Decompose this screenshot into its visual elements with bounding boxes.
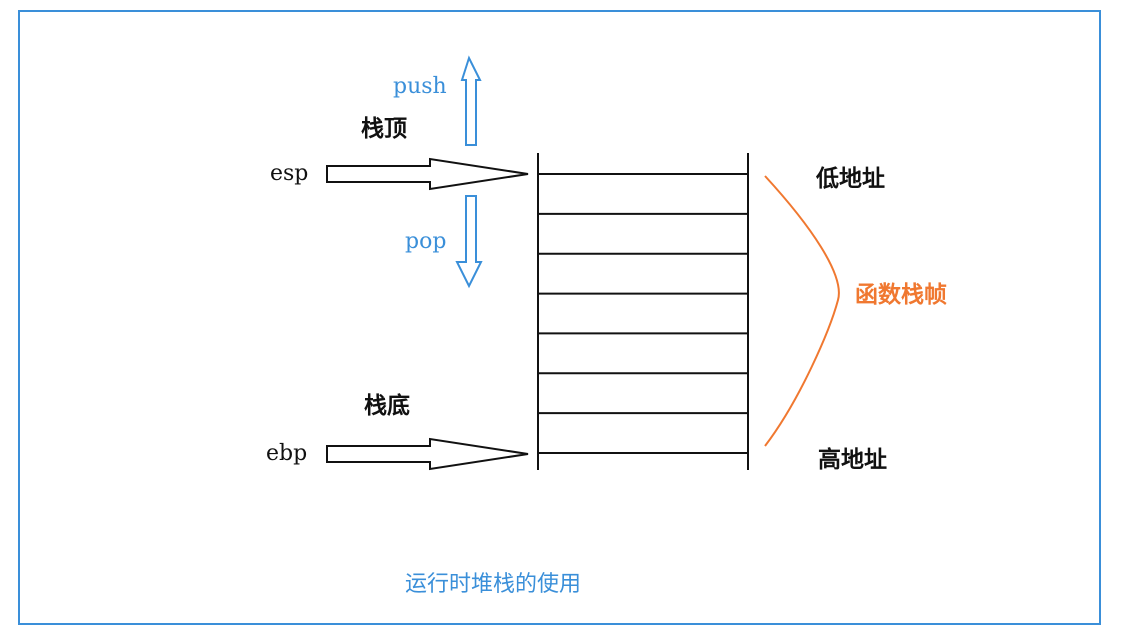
esp-pointer-arrow [326, 157, 529, 191]
stack-body [537, 153, 749, 470]
high-address-label: 高地址 [818, 447, 887, 473]
push-arrow [460, 55, 482, 146]
pop-label: pop [405, 229, 447, 254]
stack-frame-bracket [764, 175, 840, 447]
ebp-label: ebp [266, 441, 308, 466]
stack-frame-label: 函数栈帧 [855, 282, 947, 308]
ebp-pointer-arrow [326, 437, 529, 471]
low-address-label: 低地址 [816, 166, 885, 192]
stack-top-label: 栈顶 [361, 116, 407, 142]
stack-bottom-label: 栈底 [364, 393, 410, 419]
diagram-caption: 运行时堆栈的使用 [405, 572, 582, 597]
push-label: push [393, 74, 447, 99]
esp-label: esp [270, 161, 309, 186]
pop-arrow [455, 195, 483, 289]
diagram-frame [18, 10, 1101, 625]
